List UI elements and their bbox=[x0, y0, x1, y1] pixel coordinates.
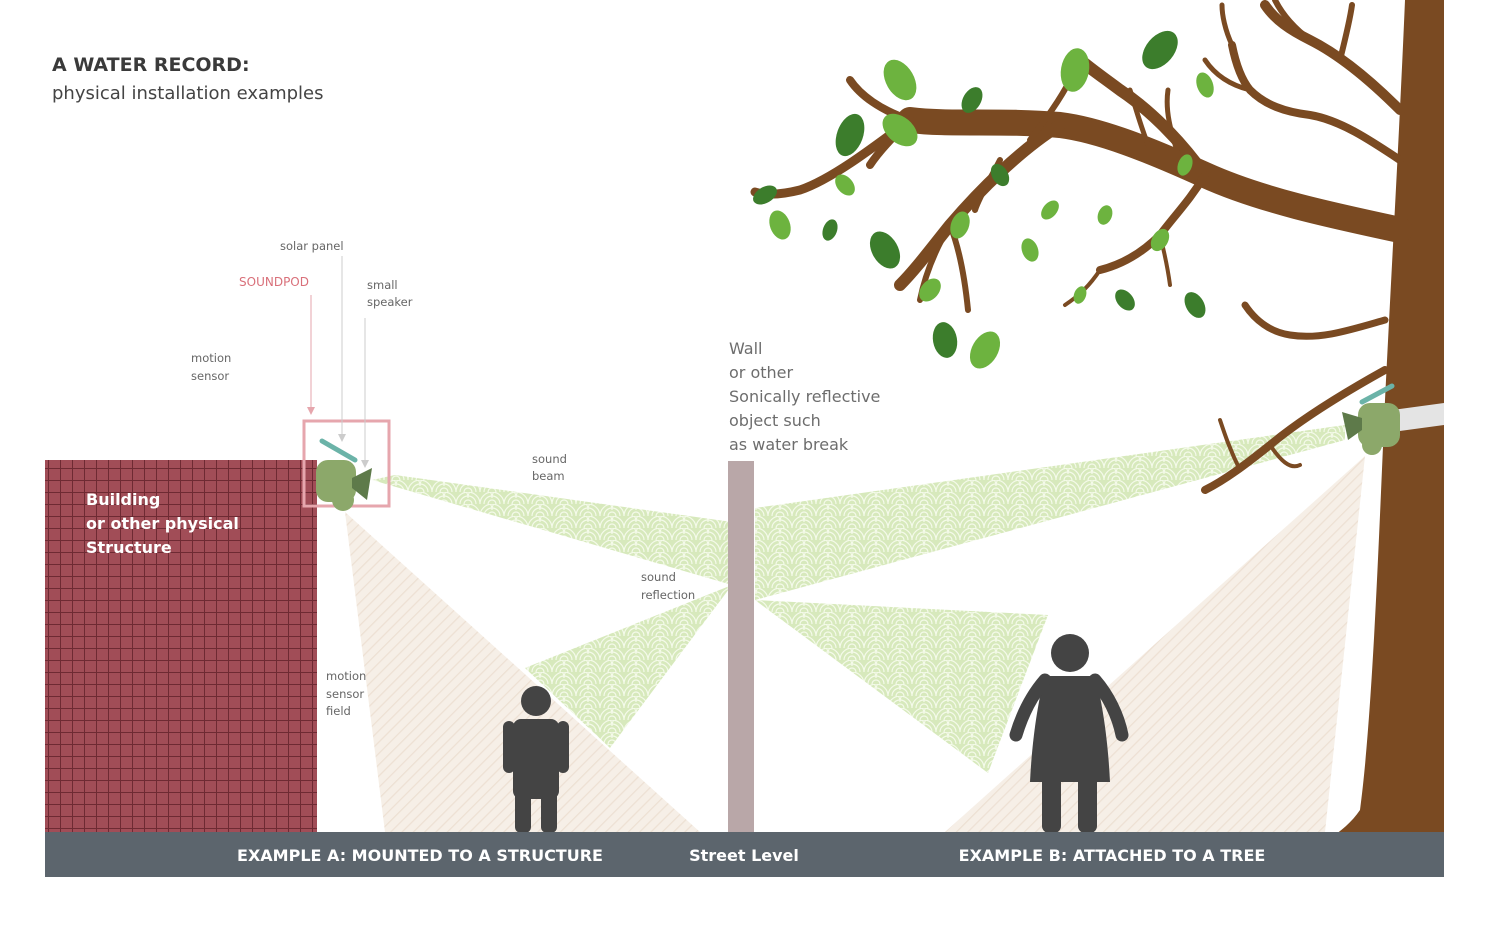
sound-reflection-b bbox=[755, 600, 1048, 773]
wall bbox=[728, 461, 754, 833]
sound-beam-a bbox=[372, 475, 732, 585]
motion-sensor-field-a bbox=[345, 512, 700, 832]
motion-sensor-icon bbox=[332, 489, 354, 511]
sound-reflection-label: sound reflection bbox=[641, 570, 695, 602]
person-woman bbox=[1009, 634, 1129, 833]
street-level bbox=[45, 832, 1444, 877]
tree-strap bbox=[1392, 403, 1444, 432]
motion-sensor-field-label: motion sensor field bbox=[326, 669, 370, 718]
diagram-subtitle: physical installation examples bbox=[52, 83, 323, 104]
sound-beam-b bbox=[755, 425, 1345, 600]
building-label: Building or other physical Structure bbox=[86, 490, 244, 557]
sound-beam-label: sound beam bbox=[532, 452, 571, 483]
solar-panel-icon bbox=[319, 438, 358, 463]
example-a-label: EXAMPLE A: MOUNTED TO A STRUCTURE bbox=[237, 846, 603, 865]
soundpod-a bbox=[316, 438, 372, 511]
example-b-label: EXAMPLE B: ATTACHED TO A TREE bbox=[959, 846, 1266, 865]
speaker-icon bbox=[352, 468, 372, 500]
soundpod-b bbox=[1342, 383, 1400, 455]
solar-panel-icon bbox=[1359, 383, 1395, 405]
motion-sensor-icon bbox=[1362, 435, 1382, 455]
small-speaker-label: small speaker bbox=[367, 278, 413, 309]
street-level-label: Street Level bbox=[689, 846, 799, 865]
solar-panel-label: solar panel bbox=[280, 239, 344, 253]
person-man bbox=[503, 686, 569, 833]
soundpod-label: SOUNDPOD bbox=[239, 275, 309, 289]
sound-reflection-a bbox=[525, 585, 732, 748]
speaker-icon bbox=[1342, 412, 1362, 440]
building bbox=[45, 460, 317, 833]
tree-leaves bbox=[753, 30, 1214, 369]
wall-label: Wall or other Sonically reflective objec… bbox=[729, 339, 886, 454]
motion-sensor-label: motion sensor bbox=[191, 351, 235, 383]
diagram-title: A WATER RECORD: bbox=[52, 54, 250, 76]
